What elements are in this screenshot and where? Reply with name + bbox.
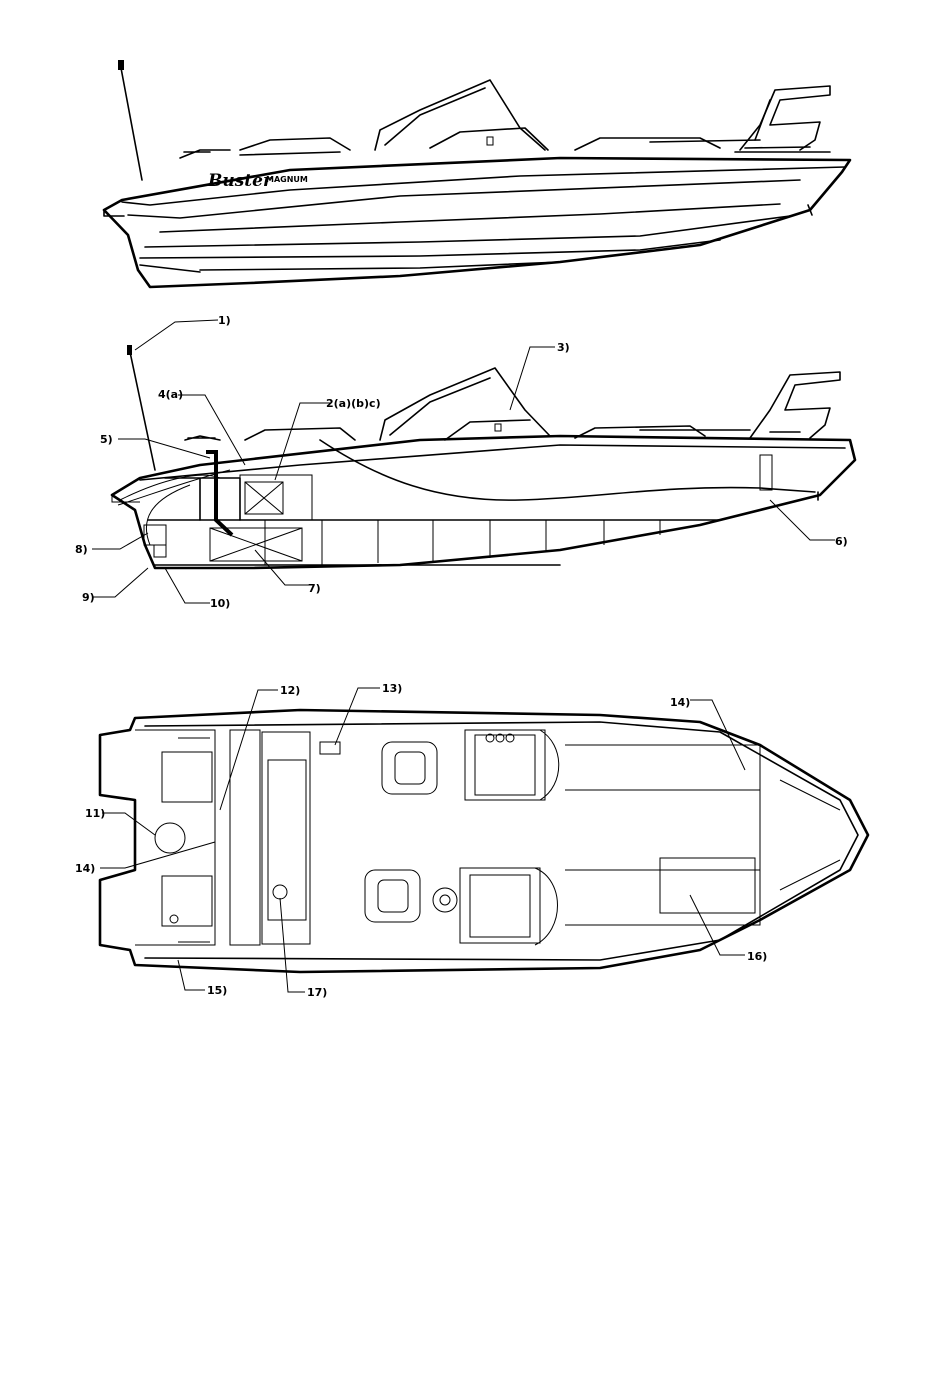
side-exterior-view: Buster MAGNUM [104,60,850,287]
callout-3: 3) [557,341,570,354]
windshield [375,80,545,150]
callout-1: 1) [218,314,231,327]
callout-14-upper: 14) [670,696,690,709]
top-view: 12) 13) 14) 11) 14) 16) 15) 17) [75,682,868,999]
seat-left [382,742,437,794]
antenna [118,60,142,180]
callout-9: 9) [82,591,95,604]
cutaway-windshield [380,368,550,440]
drain-17 [273,885,287,899]
callout-11: 11) [85,807,105,820]
battery-box [240,475,312,520]
cutaway-stern-rail [750,372,840,438]
callout-6: 6) [835,535,848,548]
brand-logo: Buster [207,171,273,191]
callout-4a: 4(a) [158,388,183,401]
fuel-tank [210,528,302,561]
callout-10: 10) [210,597,230,610]
cutaway-hull-outline [112,436,855,568]
model-logo: MAGNUM [266,175,308,184]
callout-12: 12) [280,684,300,697]
callout-13: 13) [382,682,402,695]
deck-hatch-11 [155,823,185,853]
steering-wheel [433,888,457,912]
side-cutaway-view: 1) 3) 4(a) 2(a)(b)c) 5) 6) 7) 8) 9) 10) [75,314,855,610]
callout-17: 17) [307,986,327,999]
callout-15: 15) [207,984,227,997]
callout-14-lower: 14) [75,862,95,875]
callout-2abc: 2(a)(b)c) [326,397,381,410]
callout-7: 7) [308,582,321,595]
callout-5: 5) [100,433,113,446]
callout-8: 8) [75,543,88,556]
callout-16: 16) [747,950,767,963]
seat-right [365,870,420,922]
cutaway-antenna [127,345,155,470]
